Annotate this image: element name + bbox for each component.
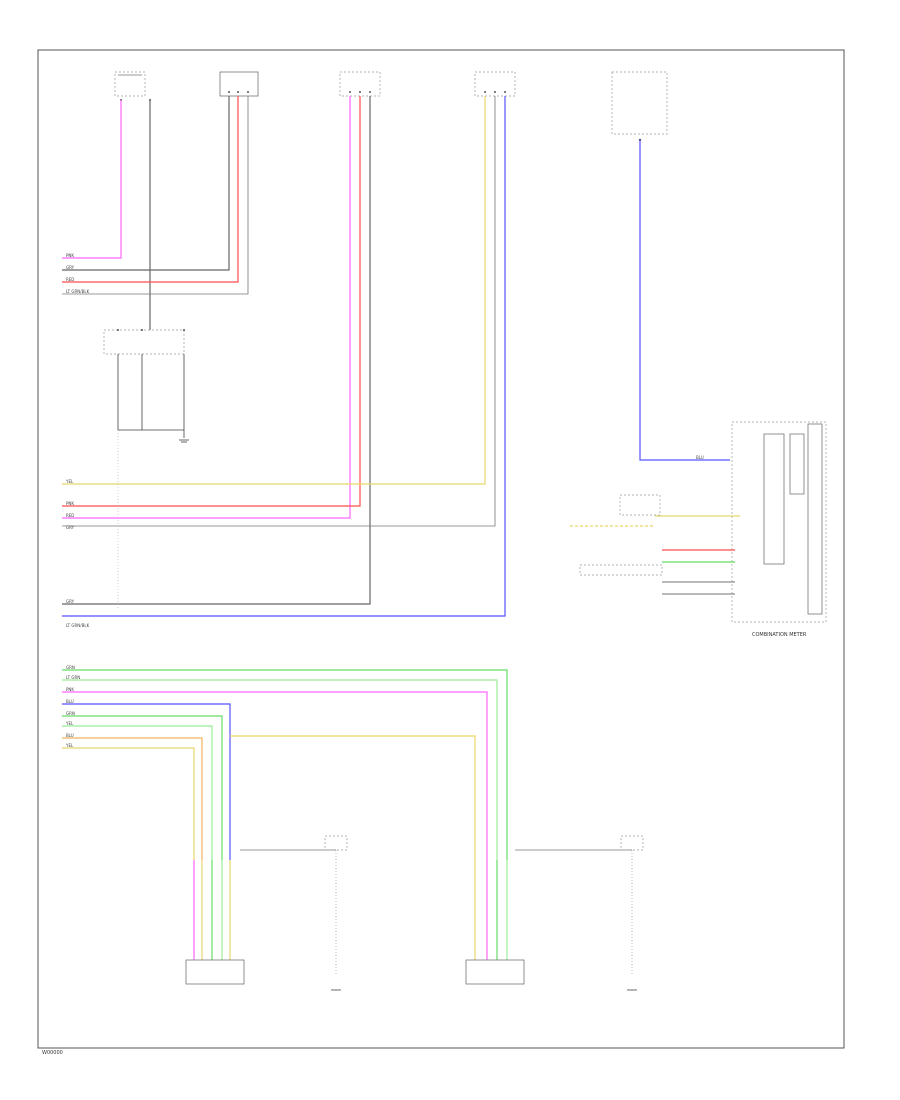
front-power-seat-connector-2 <box>339 71 381 97</box>
footer-code: W00000 <box>42 1050 63 1056</box>
right-seat-connector <box>465 835 644 991</box>
wire-tag-w18: YEL <box>65 743 74 748</box>
wire-tag-w10: LT GRN/BLK <box>66 623 90 628</box>
wire-tag-w15: GRN <box>66 711 75 716</box>
wire-tag-w7: RED <box>66 513 74 518</box>
wire-tag-meter-in: BLU <box>696 455 704 460</box>
front-power-seat-connector-1 <box>219 71 259 97</box>
wire-tag-w12: LT GRN <box>66 675 80 680</box>
combination-meter <box>570 421 827 623</box>
wire-tag-w2: GRY <box>66 265 75 270</box>
wire-tag-w5: YEL <box>65 479 74 484</box>
wire-tag-w1: PNK <box>66 253 74 258</box>
combination-meter-label: COMBINATION METER <box>752 632 807 638</box>
wire-tag-w3: RED <box>66 277 74 282</box>
top-left-switch <box>114 71 151 101</box>
wire-tag-w8: GRY <box>66 525 75 530</box>
top-right-sensor <box>611 71 668 142</box>
wire-tag-w4: LT GRN/BLK <box>66 289 90 294</box>
front-power-seat-connector-3 <box>474 71 516 97</box>
wire-tag-w17: BLU <box>66 733 74 738</box>
left-mid-component <box>103 329 189 443</box>
wire-tags: PNK GRY RED LT GRN/BLK YEL PNK RED GRY G… <box>65 253 704 748</box>
wire-tag-w11: GRN <box>66 665 75 670</box>
wire-tag-w6: PNK <box>66 501 74 506</box>
wire-tag-w16: YEL <box>65 721 74 726</box>
lower-bus <box>62 669 508 960</box>
diagram-frame <box>37 49 845 1049</box>
wire-tag-w9: GRY <box>66 599 75 604</box>
wire-tag-w13: PNK <box>66 687 74 692</box>
left-seat-connector <box>185 835 348 991</box>
top-wiring <box>62 96 730 617</box>
wire-tag-w14: BLU <box>66 699 74 704</box>
